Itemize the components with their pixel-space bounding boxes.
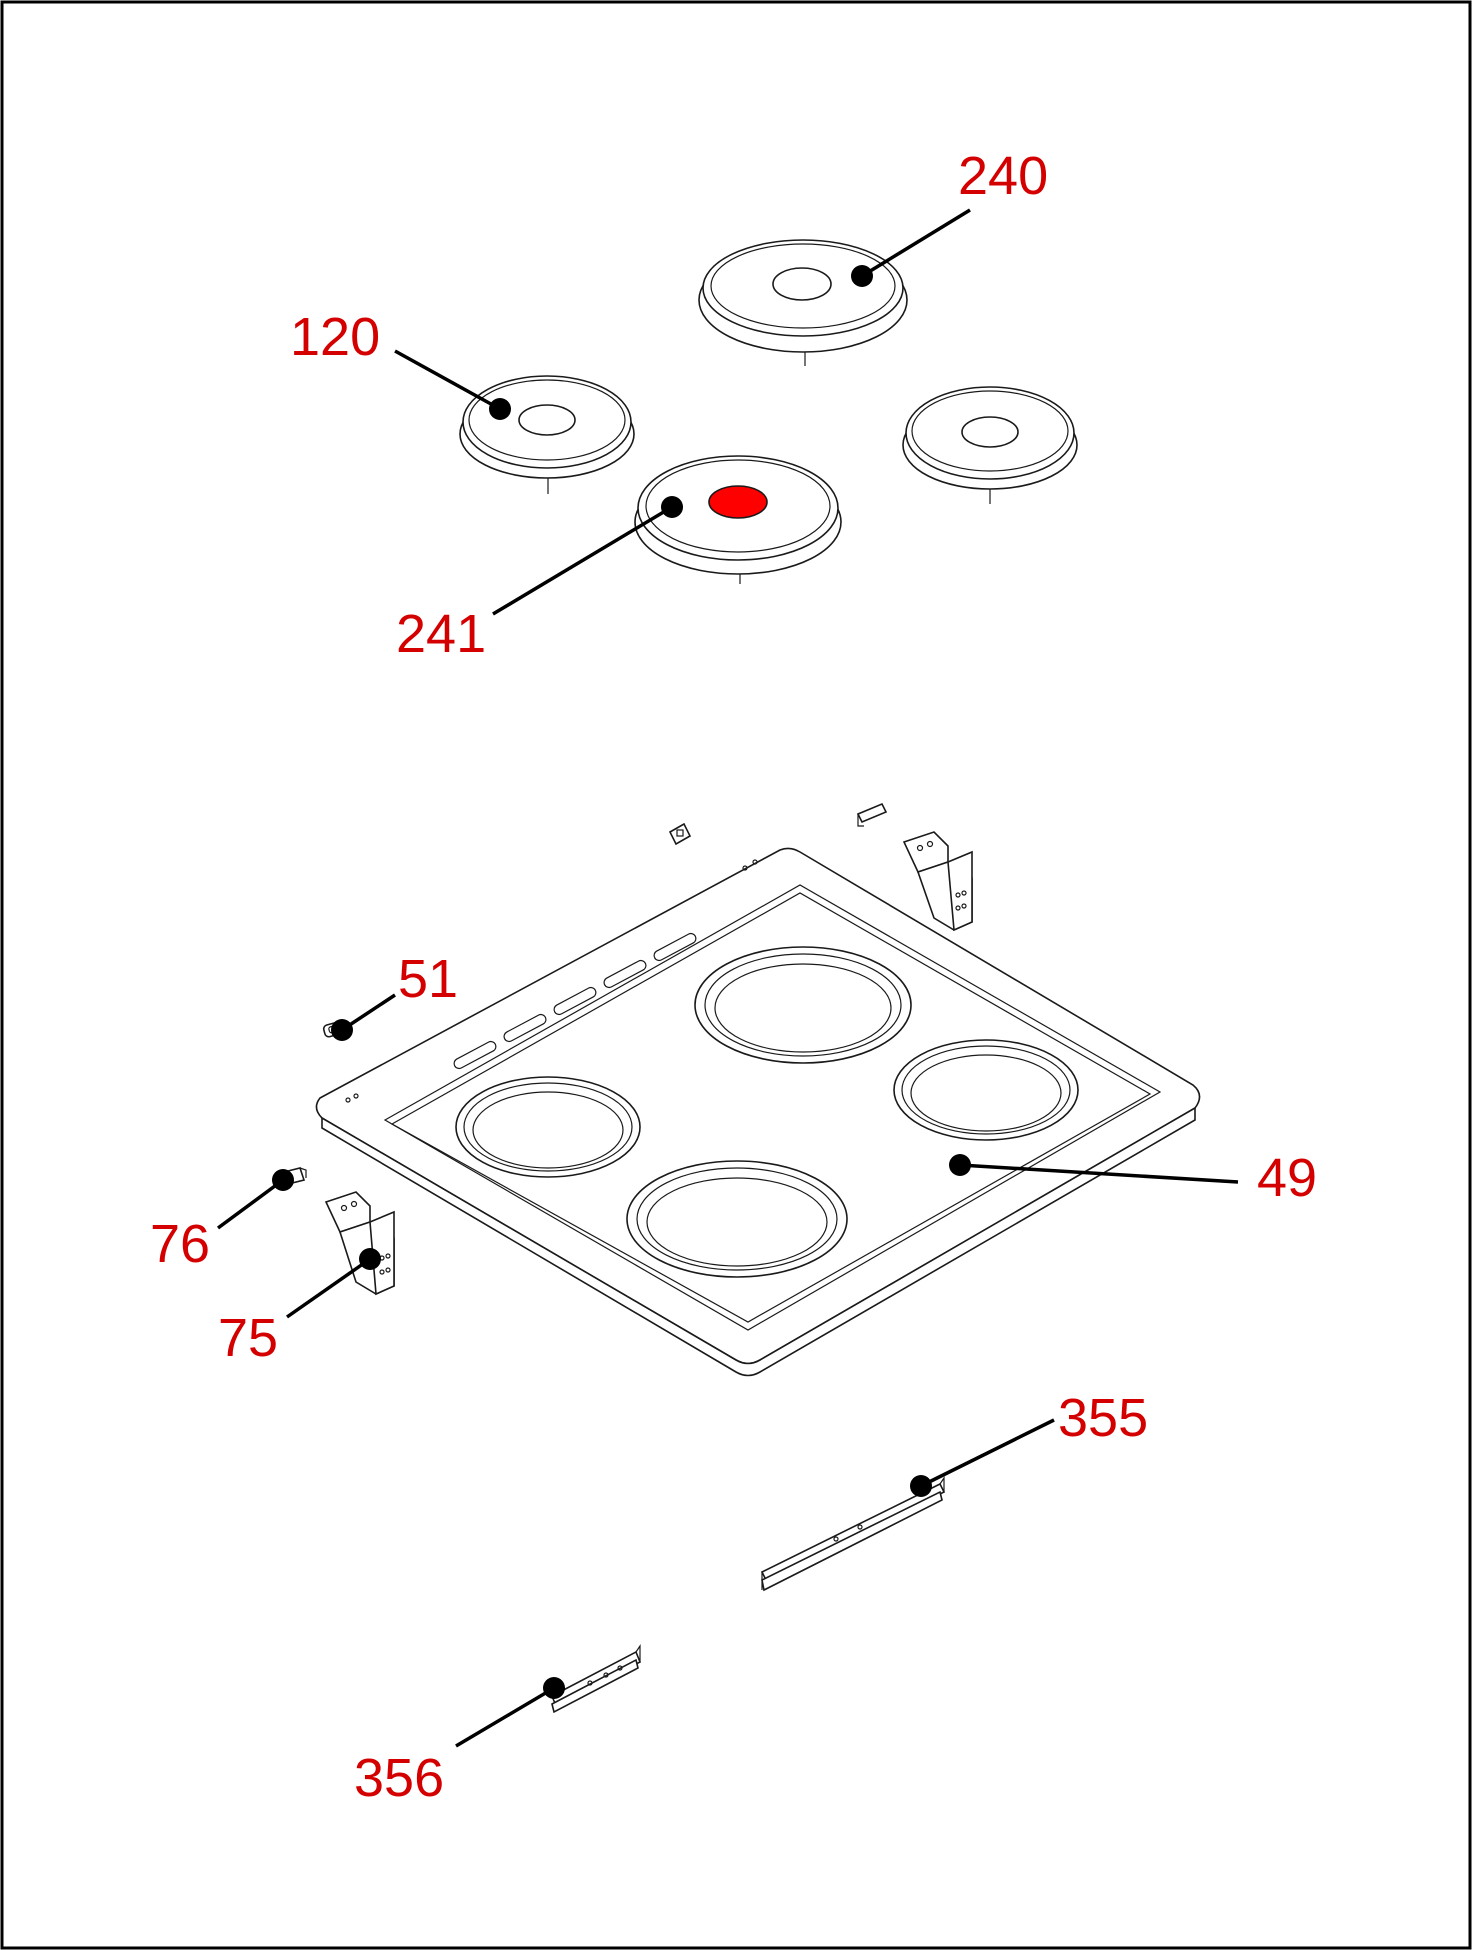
callout-labels: 240 120 241 51 49 76 75 355 356	[150, 146, 1317, 1808]
callout-label-76[interactable]: 76	[150, 1214, 210, 1274]
rail-356[interactable]	[550, 1644, 642, 1714]
callout-label-49[interactable]: 49	[1257, 1148, 1317, 1208]
callout-dot-49	[949, 1154, 971, 1176]
hob-opening-right	[893, 1039, 1079, 1141]
callout-dot-51	[331, 1019, 353, 1041]
leaders	[216, 208, 1239, 1748]
callout-label-240[interactable]: 240	[958, 146, 1048, 206]
callout-label-51[interactable]: 51	[398, 949, 458, 1009]
callout-dot-241	[661, 496, 683, 518]
small-clip-top-right[interactable]	[856, 802, 888, 827]
callout-dot-356	[543, 1677, 565, 1699]
small-clip-top[interactable]	[668, 822, 692, 846]
callout-label-356[interactable]: 356	[354, 1748, 444, 1808]
callout-label-355[interactable]: 355	[1058, 1388, 1148, 1448]
callout-dot-240	[851, 265, 873, 287]
highlighted-element	[708, 485, 768, 519]
callout-label-241[interactable]: 241	[396, 604, 486, 664]
bracket-top-right[interactable]	[902, 831, 973, 932]
hob-opening-rear-large	[694, 946, 912, 1064]
bracket-75[interactable]	[324, 1191, 395, 1296]
callout-dot-75	[359, 1248, 381, 1270]
hob-opening-front-large	[626, 1160, 848, 1278]
callout-dot-120	[489, 398, 511, 420]
hob-opening-left	[455, 1076, 641, 1178]
callout-dot-355	[910, 1475, 932, 1497]
hotplate-241[interactable]	[634, 455, 842, 584]
callout-dot-76	[272, 1169, 294, 1191]
callout-label-120[interactable]: 120	[290, 307, 380, 367]
control-slots	[453, 932, 697, 1070]
rail-355[interactable]	[760, 1476, 946, 1592]
hotplate-right[interactable]	[902, 386, 1078, 504]
hob-top-panel[interactable]	[315, 847, 1201, 1377]
callout-label-75[interactable]: 75	[218, 1308, 278, 1368]
